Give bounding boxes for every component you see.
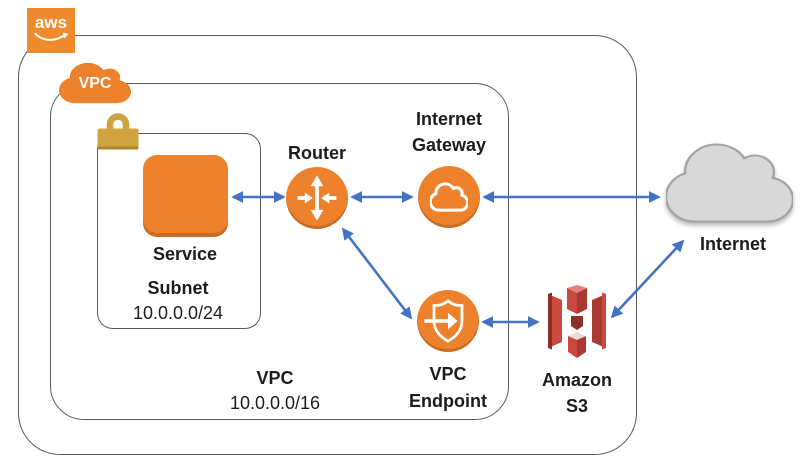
vpc-label: VPC xyxy=(256,368,294,388)
aws-smile-icon xyxy=(34,32,69,41)
vpc-label-group: VPC 10.0.0.0/16 xyxy=(210,366,340,416)
router-label: Router xyxy=(288,143,346,163)
service-label: Service xyxy=(152,244,218,264)
subnet-label-group: Subnet 10.0.0.0/24 xyxy=(97,276,259,326)
internet-cloud-icon xyxy=(664,139,795,227)
router-icon xyxy=(297,175,337,221)
subnet-label: Subnet xyxy=(147,278,209,298)
vpc-endpoint-node xyxy=(417,290,479,352)
internet-gateway-node xyxy=(418,166,480,228)
amazon-s3-label: Amazon S3 xyxy=(541,370,612,416)
subnet-boundary xyxy=(97,133,261,329)
vpc-cloud-icon: VPC xyxy=(59,60,131,106)
vpc-cidr: 10.0.0.0/16 xyxy=(229,393,321,413)
internet-gateway-label: Internet Gateway xyxy=(411,109,487,155)
vpc-badge-label: VPC xyxy=(78,75,112,92)
vpc-endpoint-label: VPC Endpoint xyxy=(409,364,487,411)
lock-icon xyxy=(97,110,139,151)
aws-logo-text: aws xyxy=(34,13,68,32)
aws-logo: aws xyxy=(27,8,75,53)
router-node xyxy=(286,167,348,229)
shield-arrow-icon xyxy=(424,299,464,343)
service-node xyxy=(143,155,228,237)
vpc-boundary xyxy=(50,83,509,420)
amazon-s3-icon xyxy=(545,284,609,359)
cloud-icon xyxy=(430,182,468,212)
subnet-cidr: 10.0.0.0/24 xyxy=(132,303,224,323)
internet-label: Internet xyxy=(699,234,766,254)
